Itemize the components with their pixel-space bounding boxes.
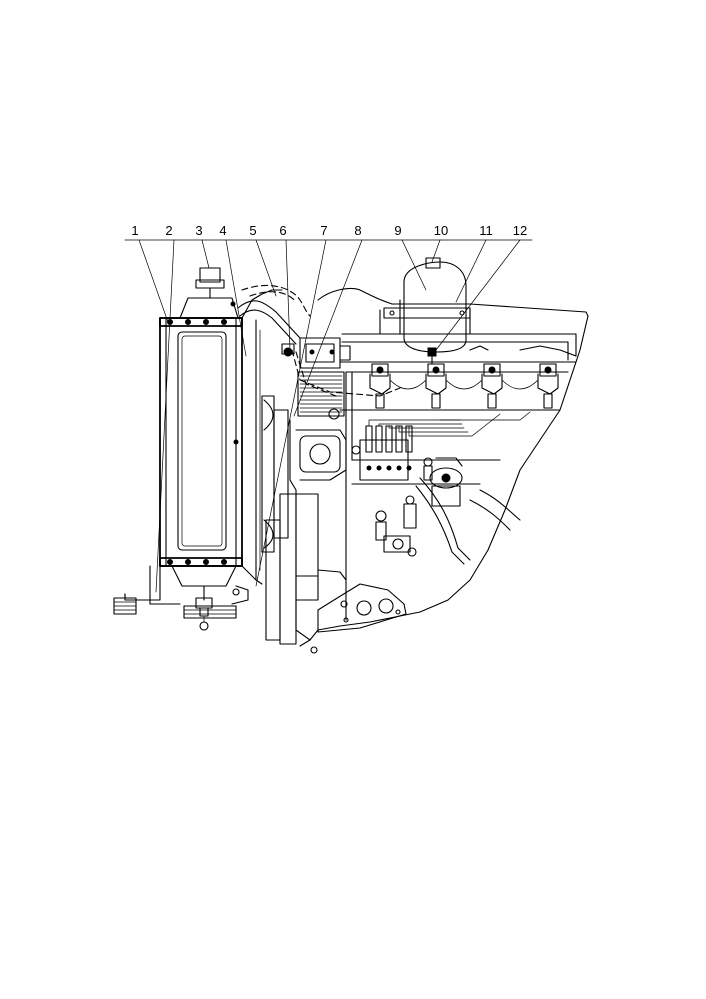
- injection-pump: [351, 425, 413, 481]
- expansion-tank: [383, 257, 471, 365]
- radiator-mounts: [113, 565, 249, 619]
- engine-mount-bracket: [310, 583, 407, 654]
- callout-8: 8: [354, 223, 361, 238]
- injector-1: [369, 363, 391, 409]
- callout-5: 5: [249, 223, 256, 238]
- finned-housing: [297, 371, 345, 420]
- cooling-fan: [261, 395, 289, 553]
- radiator-filler-neck: [179, 267, 239, 319]
- thermostat-housing: [299, 337, 351, 369]
- fuel-lines: [368, 413, 521, 565]
- engine-outline: [299, 287, 589, 647]
- callout-4: 4: [219, 223, 226, 238]
- callout-11: 11: [479, 223, 493, 238]
- filter-cluster: [375, 457, 463, 557]
- callout-7: 7: [320, 223, 327, 238]
- callout-1: 1: [131, 223, 138, 238]
- callout-2: 2: [165, 223, 172, 238]
- injectors: [369, 363, 559, 409]
- radiator: [159, 317, 243, 567]
- fan-shroud: [241, 289, 283, 585]
- timing-cover: [265, 419, 347, 645]
- callout-labels: 1 2 3 4 5 6 7 8 9 10 11 12: [131, 223, 527, 238]
- expansion-line-dashed: [241, 284, 401, 397]
- injector-3: [481, 363, 503, 409]
- callout-3: 3: [195, 223, 202, 238]
- injector-2: [425, 363, 447, 409]
- callout-6: 6: [279, 223, 286, 238]
- injector-4: [537, 363, 559, 409]
- radiator-lower-tank: [171, 565, 237, 631]
- callout-10: 10: [434, 223, 448, 238]
- upper-radiator-hose: [237, 300, 301, 357]
- leader-lines: [124, 239, 533, 593]
- callout-9: 9: [394, 223, 401, 238]
- callout-12: 12: [513, 223, 527, 238]
